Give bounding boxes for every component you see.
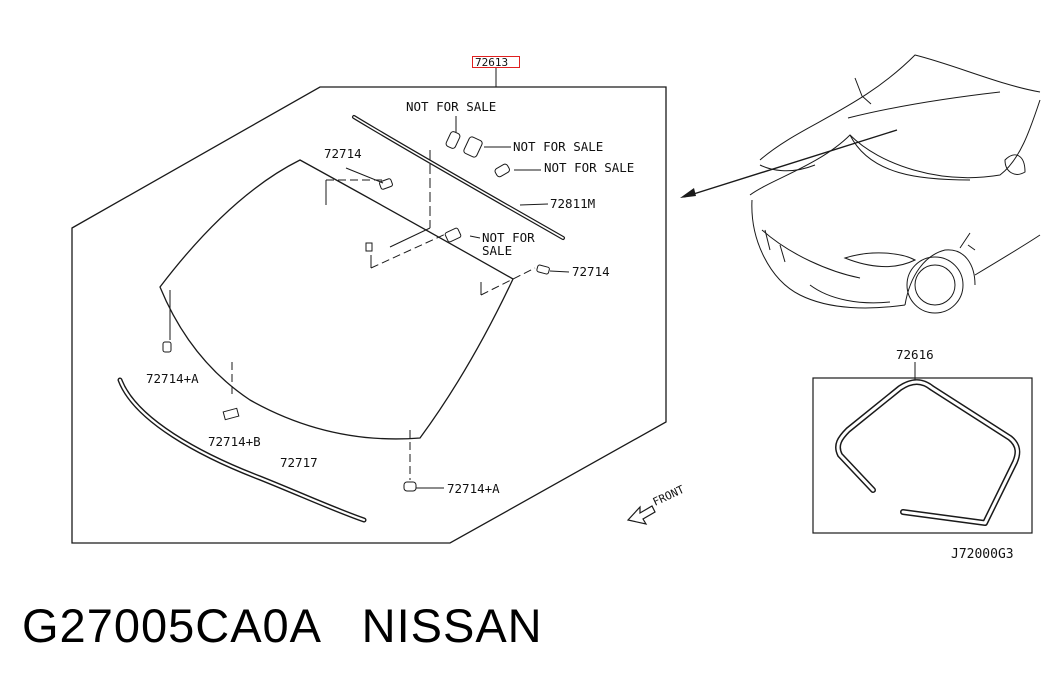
label-72714a-bottom: 72714+A: [447, 481, 500, 496]
label-not-for-sale-4b: SALE: [482, 243, 512, 258]
projection-lines: [169, 150, 536, 480]
diagram-code: J72000G3: [951, 547, 1014, 562]
car-illustration: [749, 54, 1041, 314]
windshield-glass: [159, 159, 514, 440]
seal-part: [835, 379, 1021, 526]
highlight-box: [472, 56, 520, 68]
top-molding-inner: [353, 116, 564, 239]
label-72613: 72613: [475, 56, 508, 69]
label-not-for-sale-2: NOT FOR SALE: [513, 139, 603, 154]
label-72811m: 72811M: [550, 196, 595, 211]
brand-name: NISSAN: [361, 599, 543, 652]
part-number: G27005CA0A: [22, 599, 320, 652]
part-caption: G27005CA0A NISSAN: [22, 598, 543, 653]
label-72717: 72717: [280, 455, 318, 470]
label-72714-top-left: 72714: [324, 146, 362, 161]
bottom-molding-strip: [117, 377, 367, 523]
car-pointer-arrow: [683, 129, 898, 198]
clip-parts: [162, 131, 550, 492]
label-not-for-sale-4a: NOT FOR: [482, 230, 535, 245]
main-panel-outline: [71, 86, 667, 544]
label-not-for-sale-1: NOT FOR SALE: [406, 99, 496, 114]
label-not-for-sale-3: NOT FOR SALE: [544, 160, 634, 175]
label-72714b: 72714+B: [208, 434, 261, 449]
label-72616: 72616: [896, 347, 934, 362]
car-pointer-arrowhead: [680, 188, 696, 198]
bottom-molding-inner: [118, 378, 366, 522]
seal-inset-box: [812, 377, 1033, 534]
label-72714a-left: 72714+A: [146, 371, 199, 386]
label-72714-right: 72714: [572, 264, 610, 279]
label-leaders: [345, 116, 570, 489]
label-front: FRONT: [651, 483, 687, 509]
front-arrow-icon: [626, 505, 656, 525]
